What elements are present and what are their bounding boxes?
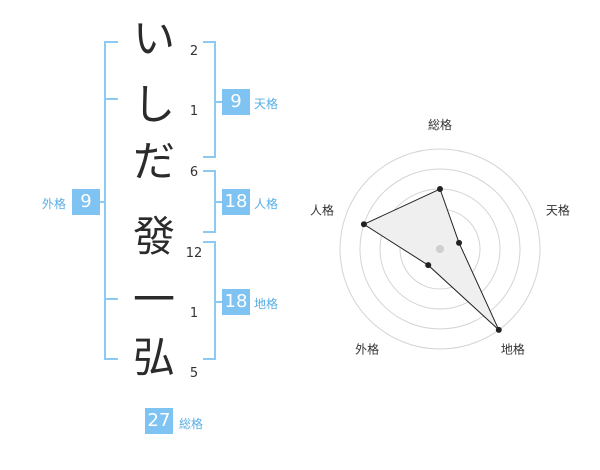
jinkaku-bracket-bottom <box>203 231 215 233</box>
radar-axis-label-5: 人格 <box>310 203 334 218</box>
name-char-3: だ <box>132 137 175 186</box>
radar-point-1 <box>437 186 443 192</box>
gaikaku-value: 9 <box>72 189 100 215</box>
radar-area <box>362 188 500 331</box>
outer-bracket-mid-2 <box>104 298 118 300</box>
radar-point-5 <box>360 221 367 228</box>
radar-ring-4 <box>359 168 521 330</box>
tenkaku-bracket-vertical <box>214 41 216 158</box>
tenkaku-bracket-bottom <box>203 156 215 158</box>
chikaku-bracket-top <box>203 241 215 243</box>
name-char-4: 發 <box>132 212 175 261</box>
outer-bracket-top <box>104 41 118 43</box>
tenkaku-value: 9 <box>222 89 250 115</box>
chikaku-bracket-connector <box>214 301 222 303</box>
gaikaku-label: 外格 <box>42 197 67 211</box>
name-char-2: し <box>132 80 175 129</box>
jinkaku-label: 人格 <box>254 197 279 211</box>
radar-axis-label-2: 天格 <box>546 203 570 218</box>
chikaku-value: 18 <box>222 289 250 315</box>
radar-axis-label-3: 地格 <box>501 341 525 356</box>
radar-axis-label-1: 総格 <box>428 117 452 132</box>
tenkaku-label: 天格 <box>254 97 279 111</box>
stroke-count-1: 2 <box>189 44 199 59</box>
outer-bracket-connector <box>96 201 104 203</box>
radar-point-4 <box>425 262 432 269</box>
radar-point-3 <box>495 326 502 333</box>
jinkaku-bracket-connector <box>214 201 222 203</box>
name-char-1: い <box>132 14 175 63</box>
outer-bracket-mid-1 <box>104 98 118 100</box>
name-char-5: 一 <box>132 275 175 324</box>
stroke-count-5: 1 <box>189 306 199 321</box>
radar-axis-label-4: 外格 <box>355 341 379 356</box>
chikaku-bracket-bottom <box>203 358 215 360</box>
stroke-count-6: 5 <box>189 366 199 381</box>
chikaku-bracket-vertical <box>214 241 216 360</box>
outer-bracket-bottom <box>104 358 118 360</box>
tenkaku-bracket-connector <box>214 101 222 103</box>
soukaku-label: 総格 <box>179 417 204 431</box>
radar-points <box>360 186 502 333</box>
jinkaku-value: 18 <box>222 189 250 215</box>
stroke-count-4: 12 <box>185 246 203 261</box>
stroke-count-3: 6 <box>189 165 199 180</box>
radar-center-dot <box>436 245 444 253</box>
soukaku-value: 27 <box>145 408 173 434</box>
radar-ring-5 <box>339 148 541 350</box>
radar-point-2 <box>456 239 463 246</box>
tenkaku-bracket-top <box>203 41 215 43</box>
name-char-6: 弘 <box>132 333 175 382</box>
jinkaku-bracket-top <box>203 170 215 172</box>
chikaku-label: 地格 <box>254 297 279 311</box>
outer-bracket-vertical <box>104 41 106 360</box>
stroke-count-2: 1 <box>189 104 199 119</box>
